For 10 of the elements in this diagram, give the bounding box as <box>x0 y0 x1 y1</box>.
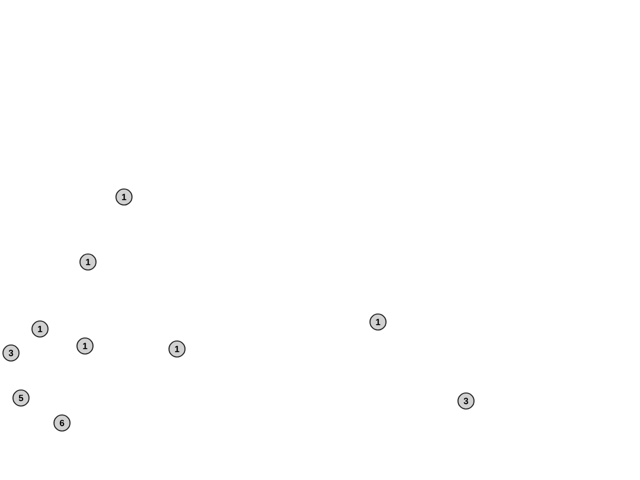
callout-number: 3 <box>2 344 20 362</box>
callout-number: 1 <box>369 313 387 331</box>
callout-number: 3 <box>457 392 475 410</box>
callout-number: 6 <box>53 414 71 432</box>
callout-number: 5 <box>12 389 30 407</box>
callout-number: 1 <box>76 337 94 355</box>
callout-number: 1 <box>115 188 133 206</box>
callout-number: 1 <box>168 340 186 358</box>
callout-number: 1 <box>79 253 97 271</box>
callout-number: 1 <box>31 320 49 338</box>
